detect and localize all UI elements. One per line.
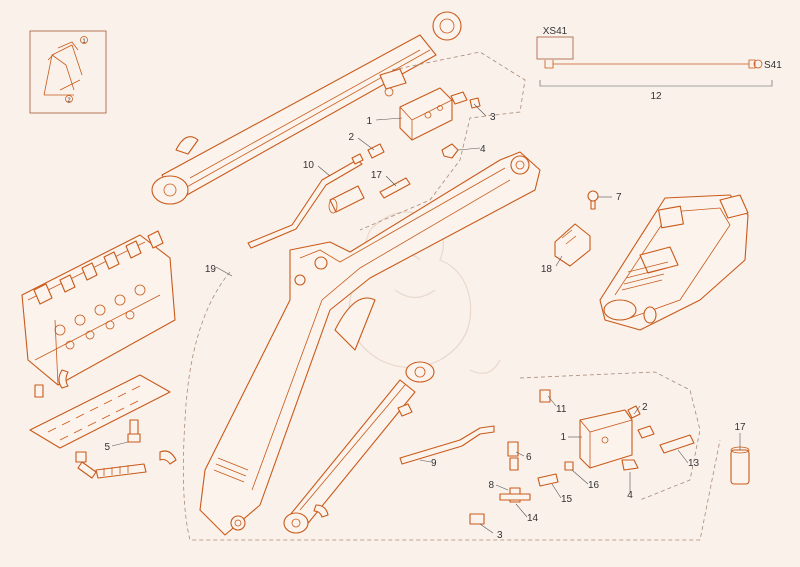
inset-marker-1 xyxy=(80,36,88,44)
gasket-plate xyxy=(29,374,171,449)
cable-harness: XS41 S41 xyxy=(536,26,782,87)
callout-4-bottom: 4 xyxy=(627,490,633,501)
callout-5: 5 xyxy=(104,442,110,453)
callout-19: 19 xyxy=(205,264,217,275)
arm-cylinder xyxy=(283,361,435,534)
callout-2-bottom: 2 xyxy=(642,402,648,413)
callout-4-top: 4 xyxy=(480,144,486,155)
callout-9: 9 xyxy=(431,458,437,469)
callout-17-top: 17 xyxy=(371,170,383,181)
connector-xs41-label: XS41 xyxy=(543,26,568,37)
inset-marker-2 xyxy=(65,95,73,103)
callout-1-bottom: 1 xyxy=(560,432,566,443)
fittings-lower xyxy=(469,389,695,525)
callout-8: 8 xyxy=(488,480,494,491)
callout-15: 15 xyxy=(561,494,573,505)
callout-18: 18 xyxy=(541,264,553,275)
callout-labels: 1 2 3 4 10 17 7 18 19 5 11 2 1 17 9 6 13… xyxy=(104,91,746,541)
connector-s41 xyxy=(753,59,763,69)
callout-14: 14 xyxy=(527,513,539,524)
callout-1-top: 1 xyxy=(366,116,372,127)
relay-18 xyxy=(554,190,599,267)
valve-block-top xyxy=(367,87,481,159)
control-valve-bank xyxy=(21,230,176,398)
inset-marker-2-label: 2 xyxy=(67,98,71,104)
callout-6: 6 xyxy=(526,452,532,463)
pipe-9 xyxy=(399,425,495,465)
callout-3-top: 3 xyxy=(490,112,496,123)
callout-12: 12 xyxy=(650,91,662,102)
boom-cylinder xyxy=(151,11,462,205)
inset-frame xyxy=(29,30,107,114)
inset-overview: 1 2 xyxy=(29,30,107,114)
callout-11: 11 xyxy=(556,404,567,415)
sleeve-17-top xyxy=(328,177,411,214)
boom-arm xyxy=(199,151,541,536)
callout-3-bottom: 3 xyxy=(497,530,503,541)
callout-7: 7 xyxy=(616,192,622,203)
callout-16: 16 xyxy=(588,480,600,491)
callout-2-top: 2 xyxy=(348,132,354,143)
inset-marker-1-label: 1 xyxy=(82,39,86,45)
pipe-10 xyxy=(247,153,364,249)
xs41-box xyxy=(536,36,574,60)
callout-10: 10 xyxy=(303,160,315,171)
valve-block-bottom xyxy=(564,405,655,471)
callout-13: 13 xyxy=(688,458,700,469)
connector-s41-label: S41 xyxy=(764,60,782,71)
fittings-5 xyxy=(75,419,177,479)
control-unit xyxy=(599,194,749,331)
leader-lines xyxy=(111,103,741,534)
sleeve-17-bottom xyxy=(730,446,750,485)
callout-17-bottom: 17 xyxy=(734,422,746,433)
